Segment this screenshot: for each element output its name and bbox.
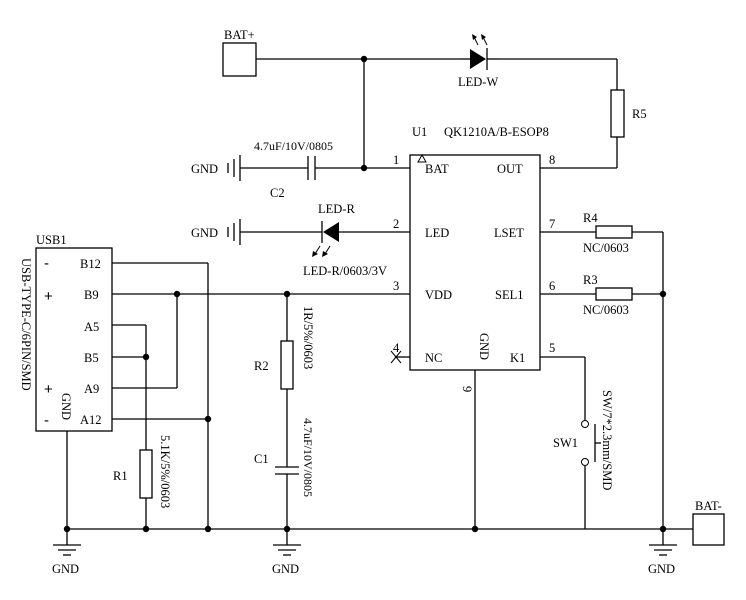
pin7-num: 7	[549, 217, 555, 231]
gnd-symbol-left: GND	[52, 544, 81, 576]
led-r: LED-R LED-R/0603/3V	[240, 202, 410, 278]
gnd-label-led-r: GND	[191, 226, 218, 240]
c1-value: 4.7uF/10V/0805	[301, 418, 315, 497]
bat-plus-connector: BAT+	[222, 28, 257, 77]
ic-gnd-wire	[471, 370, 479, 533]
c2: 4.7uF/10V/0805 C2	[240, 139, 410, 200]
c2-value: 4.7uF/10V/0805	[254, 139, 333, 153]
c1-ref: C1	[254, 452, 269, 466]
usb-mark-gnd: GND	[59, 393, 73, 420]
r5-ref: R5	[632, 107, 647, 121]
pin2-name: LED	[425, 226, 449, 240]
usb-wiring	[63, 262, 410, 545]
pin6-name: SEL1	[495, 288, 523, 302]
gnd-label-c2: GND	[191, 162, 218, 176]
pin8-num: 8	[549, 153, 555, 167]
r2: R2 1R/5%/0603	[254, 294, 315, 467]
pin7-name: LSET	[494, 226, 524, 240]
pin4-num: 4	[393, 341, 400, 355]
pin5-num: 5	[549, 341, 555, 355]
r4-ref: R4	[583, 211, 598, 225]
r3-ref: R3	[583, 273, 598, 287]
usb-mark-plus-top: +	[44, 288, 53, 305]
sw1-value: SW/7*2.3mm/SMD	[600, 390, 614, 490]
bat-minus-connector: BAT-	[692, 499, 725, 546]
led-w-ref: LED-W	[458, 75, 498, 89]
usb1-part: USB-TYPE-C/6PIN/SMD	[19, 258, 33, 391]
r2-ref: R2	[254, 359, 269, 373]
usb1-designator: USB1	[36, 233, 67, 247]
top-rail	[256, 55, 618, 172]
c1: C1 4.7uF/10V/0805	[254, 418, 315, 545]
led-w: LED-W	[458, 34, 500, 89]
pin9-num: 9	[460, 386, 474, 392]
gnd-symbol-led-r: GND	[191, 219, 241, 245]
ic-designator: U1	[412, 125, 427, 139]
c2-ref: C2	[270, 186, 285, 200]
pin5-name: K1	[510, 351, 525, 365]
r4-value: NC/0603	[583, 241, 629, 255]
r2-value: 1R/5%/0603	[301, 306, 315, 369]
r3: R3 NC/0603	[540, 273, 667, 317]
ic-body	[409, 154, 541, 371]
usb1-body	[35, 247, 113, 432]
usb-mark-plus-bottom: +	[44, 381, 53, 398]
usb-pin-a5: A5	[84, 320, 99, 334]
pin6-num: 6	[549, 279, 555, 293]
usb-mark-minus-bottom: -	[44, 412, 49, 429]
usb-pin-a12: A12	[80, 413, 102, 427]
pin8-name: OUT	[497, 162, 523, 176]
r1-value: 5.1K/5%/0603	[158, 435, 172, 508]
gnd-symbol-c2: GND	[191, 155, 241, 181]
pin2-num: 2	[393, 217, 399, 231]
usb1-connector: USB1 USB-TYPE-C/6PIN/SMD - + + - GND B12…	[19, 233, 113, 432]
usb-mark-minus-top: -	[44, 255, 49, 272]
usb-pin-b9: B9	[84, 288, 99, 302]
pin3-name: VDD	[425, 288, 452, 302]
gnd-label-right: GND	[648, 562, 675, 576]
r3-value: NC/0603	[583, 303, 629, 317]
led-r-ref: LED-R	[318, 202, 355, 216]
led-r-value: LED-R/0603/3V	[303, 264, 387, 278]
ic-part: QK1210A/B-ESOP8	[444, 125, 549, 139]
pin1-num: 1	[393, 153, 399, 167]
right-rail	[659, 232, 693, 545]
pin3-num: 3	[393, 279, 399, 293]
ic-u1: U1 QK1210A/B-ESOP8 BAT LED VDD NC OUT LS…	[390, 125, 555, 392]
pin9-name: GND	[477, 333, 491, 360]
pin1-name: BAT	[425, 162, 449, 176]
gnd-label-left: GND	[52, 562, 79, 576]
sw1: SW1 SW/7*2.3mm/SMD	[540, 356, 614, 529]
gnd-symbol-right: GND	[648, 544, 677, 576]
r1: R1 5.1K/5%/0603	[113, 435, 172, 508]
pin4-name: NC	[425, 351, 442, 365]
usb-pin-b12: B12	[80, 257, 101, 271]
r5: R5	[610, 89, 647, 138]
r4: R4 NC/0603	[540, 211, 663, 255]
gnd-symbol-middle: GND	[272, 544, 301, 576]
gnd-label-middle: GND	[272, 562, 299, 576]
bat-minus-label: BAT-	[695, 499, 722, 513]
usb-pin-b5: B5	[84, 351, 99, 365]
sw1-ref: SW1	[553, 436, 578, 450]
r1-ref: R1	[113, 469, 128, 483]
usb-pin-a9: A9	[84, 382, 99, 396]
bat-plus-label: BAT+	[224, 28, 255, 42]
